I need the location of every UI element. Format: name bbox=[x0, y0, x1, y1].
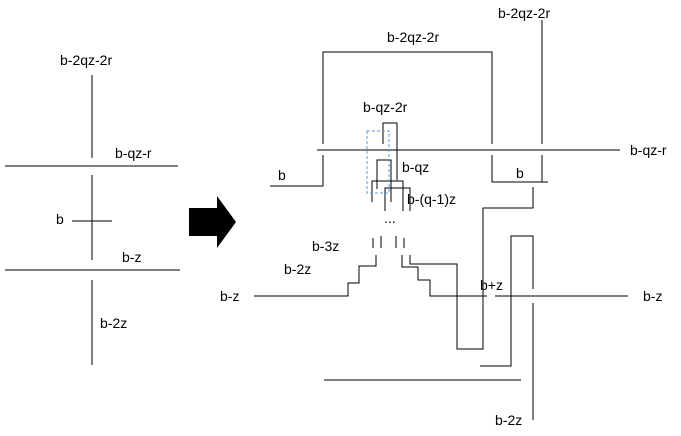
label-b-2z-bottom: b-2z bbox=[495, 412, 522, 428]
left-diagram: b-2qz-2r b-qz-r b b-z b-2z bbox=[5, 52, 180, 365]
label-b-z: b-z bbox=[122, 249, 141, 265]
label-b-z-right: b-z bbox=[643, 288, 662, 304]
label-b-z-left: b-z bbox=[220, 288, 239, 304]
label-b-2z: b-2z bbox=[100, 315, 127, 331]
strand-left-b bbox=[270, 155, 324, 187]
label-b-qz-r-right: b-qz-r bbox=[630, 142, 667, 158]
label-b-center: b bbox=[56, 211, 64, 227]
label-top-loop: b-2qz-2r bbox=[387, 29, 439, 45]
loop-top bbox=[322, 51, 493, 144]
inner-loop-1 bbox=[382, 122, 398, 180]
inner-loop-4 bbox=[384, 187, 411, 211]
label-ellipsis: ... bbox=[384, 210, 396, 226]
highlight-box bbox=[366, 130, 390, 194]
inner-loop-3 bbox=[371, 180, 404, 211]
stair-right bbox=[401, 255, 487, 297]
right-diagram: b-2qz-2r b-2qz-2r b-qz-2r b-qz-r b b-qz … bbox=[220, 5, 667, 428]
label-top: b-2qz-2r bbox=[60, 52, 112, 68]
right-arrow-icon bbox=[189, 196, 236, 248]
label-b-2z: b-2z bbox=[284, 261, 311, 277]
label-b-right: b bbox=[516, 165, 524, 181]
label-b-qz-r: b-qz-r bbox=[115, 145, 152, 161]
lower-loop bbox=[480, 235, 534, 367]
label-b-left: b bbox=[278, 167, 286, 183]
label-b-qz: b-qz bbox=[402, 159, 429, 175]
label-b-plus-z: b+z bbox=[480, 277, 503, 293]
strand-right-b bbox=[491, 155, 548, 183]
label-b-3z: b-3z bbox=[312, 238, 339, 254]
label-top-right: b-2qz-2r bbox=[498, 5, 550, 21]
zigzag-strand bbox=[409, 187, 534, 350]
stair-left bbox=[254, 255, 377, 297]
label-b-qz-2r: b-qz-2r bbox=[363, 99, 408, 115]
label-b-q1-z: b-(q-1)z bbox=[407, 191, 456, 207]
